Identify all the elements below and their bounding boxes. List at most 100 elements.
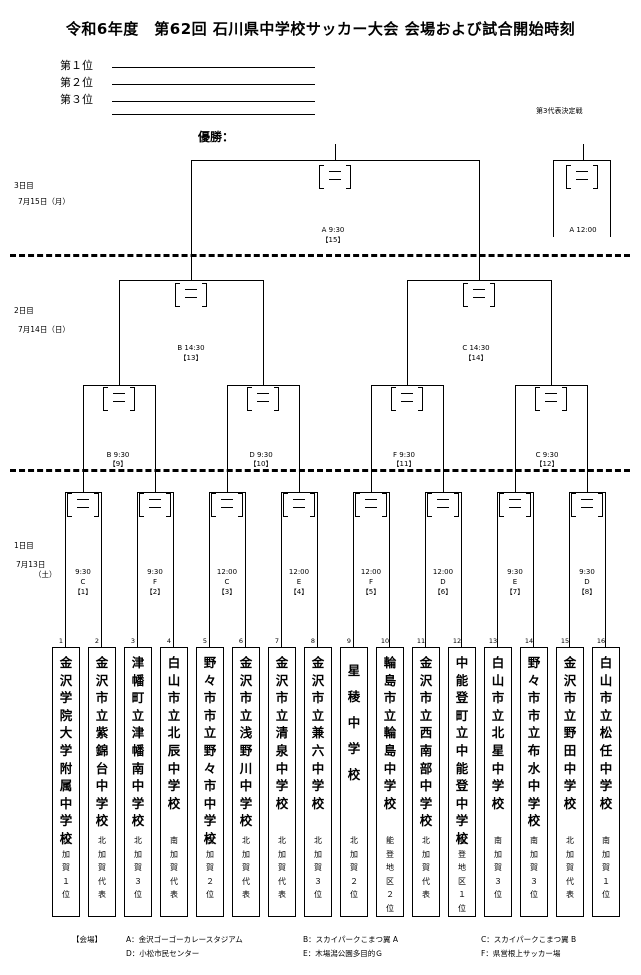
text-char: 附 xyxy=(59,760,73,776)
team-seed-6: 6 xyxy=(238,637,244,645)
bracket-left-mark xyxy=(247,387,252,411)
sf-score-2 xyxy=(463,283,495,307)
team-seed-3: 3 xyxy=(130,637,136,645)
team-region: 南加賀代表 xyxy=(161,834,187,902)
text-char: ３ xyxy=(134,876,142,886)
text-char: 布 xyxy=(527,742,541,758)
text-char: 加 xyxy=(350,849,358,859)
score-dash-bottom xyxy=(581,507,593,508)
text-char: 校 xyxy=(239,813,253,829)
text-char: 市 xyxy=(527,690,541,706)
team-seed-11: 11 xyxy=(416,637,426,645)
third-place-time: A 12:00 xyxy=(569,226,597,234)
text-char: 校 xyxy=(59,830,73,846)
text-char: 賀 xyxy=(206,863,214,872)
score-dash-bottom xyxy=(257,401,269,402)
text-char: 加 xyxy=(206,849,214,859)
score-dash-bottom xyxy=(365,507,377,508)
qf-line-right-3 xyxy=(443,385,444,492)
bracket-right-mark xyxy=(418,387,423,411)
team-seed-10: 10 xyxy=(380,637,390,645)
text-char: 北 xyxy=(98,836,106,845)
qf-line-right-4 xyxy=(587,385,588,492)
r1-venue-1: C xyxy=(80,578,86,586)
text-char: １ xyxy=(62,876,70,886)
r1-time-8: 9:30 xyxy=(579,568,595,576)
text-char: 中 xyxy=(347,715,361,730)
r1-venue-5: F xyxy=(368,578,374,586)
bracket-left-mark xyxy=(427,493,432,517)
qf-line-top-2 xyxy=(227,385,300,386)
text-char: 代 xyxy=(278,876,286,886)
qf-line-left-3 xyxy=(371,385,372,492)
score-dash-top xyxy=(473,289,485,290)
text-char: 中 xyxy=(419,778,433,794)
text-char: 錦 xyxy=(95,742,109,758)
text-char: 辰 xyxy=(167,742,181,758)
text-char: ２ xyxy=(350,876,358,886)
winner-label: 優勝： xyxy=(198,130,235,144)
team-region: 北加賀代表 xyxy=(233,834,259,902)
text-char: 南 xyxy=(170,836,178,845)
text-char: 幡 xyxy=(131,672,145,688)
text-char: 中 xyxy=(239,778,253,794)
day3-label: 3日目 xyxy=(14,181,34,190)
team-name: 白山市立松任中学校 xyxy=(593,654,619,812)
text-char: 加 xyxy=(494,849,502,859)
text-char: 市 xyxy=(203,690,217,706)
r1-venue-8: D xyxy=(584,578,590,586)
legend-label: 【会場】 xyxy=(72,935,102,944)
bracket-left-mark xyxy=(571,493,576,517)
text-char: 代 xyxy=(422,876,430,886)
score-dash-bottom xyxy=(77,507,89,508)
text-char: 市 xyxy=(599,690,613,706)
final-line-top xyxy=(191,160,480,161)
text-char: 加 xyxy=(422,849,430,859)
text-char: 表 xyxy=(278,890,286,899)
text-char: 白 xyxy=(599,655,613,670)
text-char: 輪 xyxy=(383,725,397,741)
r1-line-top-3 xyxy=(209,492,246,493)
text-char: 賀 xyxy=(98,863,106,872)
team-name: 星稜中学校 xyxy=(341,658,367,788)
text-char: 々 xyxy=(527,672,541,688)
sf-line-left-1 xyxy=(119,280,120,385)
bracket-right-mark xyxy=(526,493,531,517)
score-dash-top xyxy=(113,393,125,394)
text-char: 代 xyxy=(170,876,178,886)
text-char: 登 xyxy=(455,690,469,706)
sf-line-top-1 xyxy=(119,280,264,281)
qf-score-2 xyxy=(247,387,279,411)
rank-label-2: 第２位 xyxy=(60,76,93,89)
text-char: 加 xyxy=(170,849,178,859)
r1-time-7: 9:30 xyxy=(507,568,523,576)
r1-line-left-1 xyxy=(65,492,66,647)
text-char: 北 xyxy=(242,836,250,845)
text-char: 市 xyxy=(275,690,289,706)
legend-venue-b: B：スカイパークこまつ翼 A xyxy=(303,935,399,944)
text-char: 金 xyxy=(419,655,433,670)
score-dash-top xyxy=(581,499,593,500)
text-char: 沢 xyxy=(239,672,253,688)
text-char: 沢 xyxy=(59,672,73,688)
team-name: 白山市立北辰中学校 xyxy=(161,654,187,812)
semi-1-number: 【13】 xyxy=(179,354,203,362)
score-dash-top xyxy=(185,289,197,290)
quarter-2-number: 【10】 xyxy=(249,460,273,468)
r1-score-2 xyxy=(139,493,171,517)
text-char: 白 xyxy=(167,655,181,670)
score-dash-bottom xyxy=(113,401,125,402)
text-char: 加 xyxy=(602,849,610,859)
text-char: 学 xyxy=(563,778,577,794)
text-char: 沢 xyxy=(419,672,433,688)
bracket-right-mark xyxy=(490,283,495,307)
bracket-right-mark xyxy=(94,493,99,517)
text-char: 加 xyxy=(278,849,286,859)
text-char: 津 xyxy=(131,725,145,741)
bracket-right-mark xyxy=(202,283,207,307)
team-box-7: 金沢市立清泉中学校北加賀代表 xyxy=(268,647,296,917)
text-char: 中 xyxy=(455,795,469,811)
